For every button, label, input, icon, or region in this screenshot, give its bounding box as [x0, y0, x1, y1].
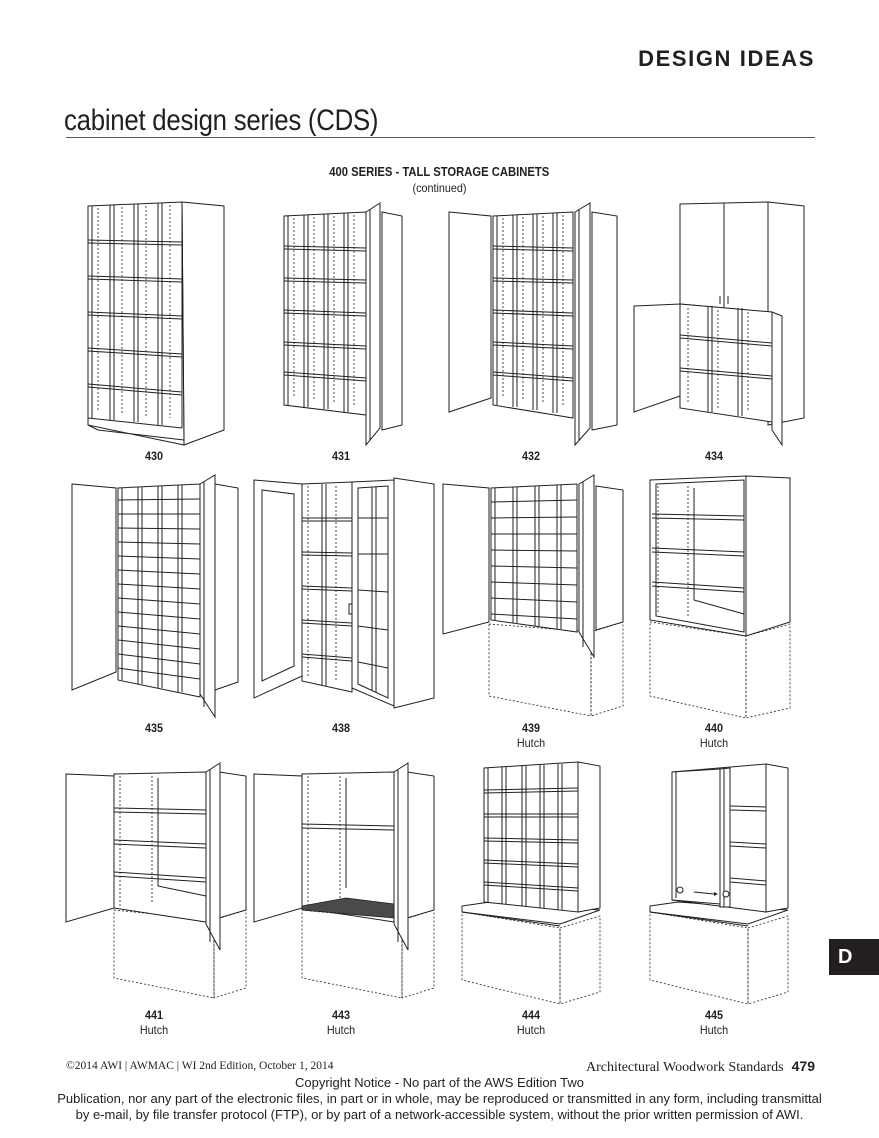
cabinet-434-label: 434	[654, 449, 774, 464]
cabinet-444-label: 444 Hutch	[471, 1008, 591, 1038]
cabinet-438-label: 438	[281, 721, 401, 736]
cabinet-number: 444	[521, 1008, 541, 1022]
series-subtitle: (continued)	[412, 181, 467, 195]
copyright-line-2: Publication, nor any part of the electro…	[57, 1091, 822, 1106]
cabinet-number: 443	[331, 1008, 351, 1022]
copyright-line-3: by e-mail, by file transfer protocol (FT…	[75, 1107, 804, 1122]
cabinet-number: 432	[521, 449, 541, 463]
cabinet-439-label: 439 Hutch	[471, 721, 591, 751]
page-title: cabinet design series (CDS)	[64, 104, 379, 137]
cabinet-type: Hutch	[326, 1023, 356, 1037]
cabinet-number: 431	[331, 449, 351, 463]
cabinet-type: Hutch	[516, 1023, 546, 1037]
cabinet-441-label: 441 Hutch	[94, 1008, 214, 1038]
cabinet-439-drawing	[441, 472, 626, 722]
series-title: 400 SERIES - TALL STORAGE CABINETS	[329, 165, 550, 179]
cabinet-type: Hutch	[699, 736, 729, 750]
footer-edition: ©2014 AWI | AWMAC | WI 2nd Edition, Octo…	[66, 1060, 334, 1072]
section-header: DESIGN IDEAS	[638, 46, 815, 71]
cabinet-443-label: 443 Hutch	[281, 1008, 401, 1038]
cabinet-445-drawing	[648, 760, 793, 1010]
cabinet-431-drawing	[282, 200, 407, 450]
cabinet-number: 434	[704, 449, 724, 463]
cabinet-type: Hutch	[699, 1023, 729, 1037]
cabinet-438-drawing	[252, 476, 437, 721]
page-number: 479	[791, 1058, 815, 1074]
cabinet-445-label: 445 Hutch	[654, 1008, 774, 1038]
cabinet-431-label: 431	[281, 449, 401, 464]
cabinet-430-label: 430	[94, 449, 214, 464]
cabinet-444-drawing	[460, 760, 605, 1010]
title-rule	[66, 137, 815, 138]
cabinet-432-label: 432	[471, 449, 591, 464]
cabinet-440-drawing	[648, 474, 793, 724]
cabinet-441-drawing	[64, 760, 249, 1010]
cabinet-number: 438	[331, 721, 351, 735]
copyright-notice: Copyright Notice - No part of the AWS Ed…	[0, 1075, 879, 1123]
cabinet-435-label: 435	[94, 721, 214, 736]
cabinet-type: Hutch	[516, 736, 546, 750]
cabinet-number: 445	[704, 1008, 724, 1022]
cabinet-number: 430	[144, 449, 164, 463]
cabinet-440-label: 440 Hutch	[654, 721, 774, 751]
cabinet-type: Hutch	[139, 1023, 169, 1037]
series-heading: 400 SERIES - TALL STORAGE CABINETS (cont…	[0, 163, 879, 195]
cabinet-number: 435	[144, 721, 164, 735]
cabinet-number: 440	[704, 721, 724, 735]
footer-publication: Architectural Woodwork Standards 479	[586, 1058, 815, 1076]
cabinet-435-drawing	[70, 472, 245, 722]
cabinet-number: 441	[144, 1008, 164, 1022]
cabinet-434-drawing	[632, 200, 812, 450]
section-tab-d: D	[829, 939, 879, 975]
cabinet-443-drawing	[252, 760, 437, 1010]
cabinet-432-drawing	[447, 200, 627, 450]
cabinet-430-drawing	[84, 200, 229, 450]
cabinet-number: 439	[521, 721, 541, 735]
copyright-line-1: Copyright Notice - No part of the AWS Ed…	[294, 1075, 585, 1090]
publication-name: Architectural Woodwork Standards	[585, 1060, 784, 1075]
